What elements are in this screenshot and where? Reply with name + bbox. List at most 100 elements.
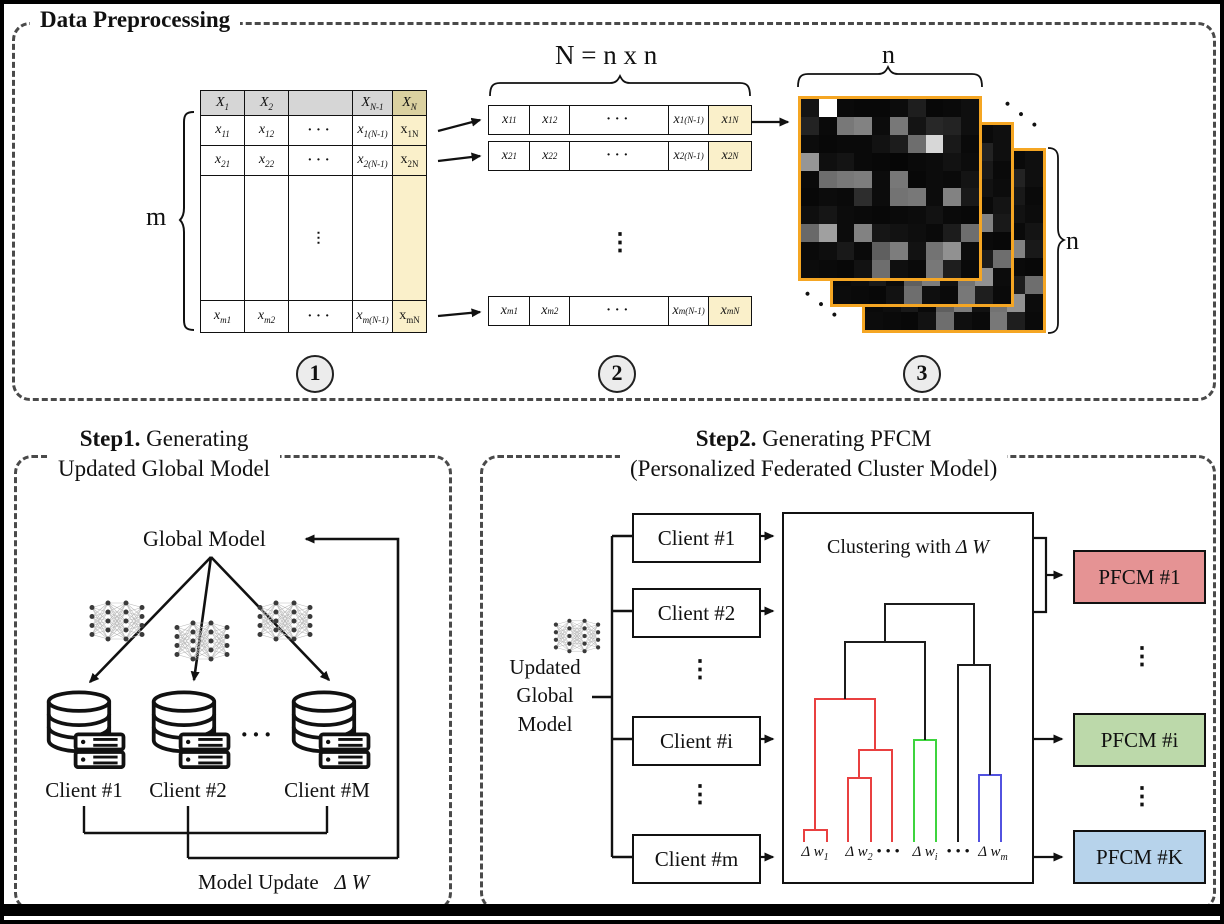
matrix-cell: x21 bbox=[200, 145, 245, 176]
brace-image-top bbox=[797, 64, 983, 88]
leaf-label: • • • bbox=[946, 844, 970, 860]
clustering-title-math: Δ W bbox=[955, 536, 989, 558]
matrix-header-cell: X2 bbox=[244, 90, 289, 116]
step1-title-line2: Updated Global Model bbox=[58, 455, 271, 481]
brace-vector-top bbox=[489, 73, 751, 97]
matrix-cell: ⋮ bbox=[288, 175, 353, 301]
clustering-title-text: Clustering with bbox=[827, 536, 951, 558]
clients-ellipsis: ··· bbox=[240, 720, 276, 749]
global-model-fan-arrows bbox=[88, 556, 331, 684]
matrix-cell: x1N bbox=[392, 115, 427, 146]
data-preprocessing-panel bbox=[12, 22, 1216, 401]
matrix-cell bbox=[392, 175, 427, 301]
leaf-label: Δ w2 bbox=[845, 844, 873, 863]
matrix-cell: x1(N-1) bbox=[352, 115, 393, 146]
cluster-to-pfcm-connectors bbox=[1030, 536, 1064, 862]
leaf-label: Δ wi bbox=[912, 844, 938, 863]
step-badge-3: 3 bbox=[903, 355, 941, 393]
leaf-label: Δ w1 bbox=[801, 844, 829, 863]
matrix-row-count-label: m bbox=[146, 202, 167, 231]
model-update-text: Model Update bbox=[198, 870, 319, 894]
matrix-cell: x22 bbox=[244, 145, 289, 176]
matrix-cell: xm(N-1) bbox=[352, 300, 393, 333]
client-box-1: Client #1 bbox=[632, 513, 761, 563]
step2-title-line2: (Personalized Federated Cluster Model) bbox=[630, 455, 998, 481]
pfcm-box-k: PFCM #K bbox=[1073, 830, 1206, 884]
step-badge-1: 1 bbox=[296, 355, 334, 393]
data-preprocessing-title: Data Preprocessing bbox=[30, 5, 241, 35]
matrix-cell: ··· bbox=[288, 115, 353, 146]
step2-title: Step2. Generating PFCM (Personalized Fed… bbox=[620, 424, 1008, 484]
image-width-label: n bbox=[882, 40, 895, 69]
neural-network-icon bbox=[550, 616, 604, 656]
matrix-cell: x2(N-1) bbox=[352, 145, 393, 176]
step1-title-bold: Step1. bbox=[79, 426, 141, 451]
neural-network-icon bbox=[253, 598, 317, 644]
matrix-header-cell: X1 bbox=[200, 90, 245, 116]
model-update-label: Model Update Δ W bbox=[198, 870, 369, 895]
pixel-image-front bbox=[798, 96, 982, 281]
neural-network-icon bbox=[85, 598, 149, 644]
matrix-cell: ··· bbox=[288, 145, 353, 176]
database-icon bbox=[147, 688, 231, 769]
step2-title-bold: Step2. bbox=[695, 426, 757, 451]
brace-image-right bbox=[1047, 147, 1067, 334]
updated-global-model-label: Updated Global Model bbox=[509, 653, 580, 738]
matrix-cell: xm1 bbox=[200, 300, 245, 333]
matrix-cell: x11 bbox=[200, 115, 245, 146]
vector-cell: ··· bbox=[569, 105, 670, 135]
client-ellipsis: ⋮ bbox=[688, 782, 712, 808]
matrix-cell: x12 bbox=[244, 115, 289, 146]
vector-cell: ··· bbox=[569, 296, 670, 326]
clustering-title: Clustering with Δ W bbox=[784, 536, 1032, 559]
leaf-label: • • • bbox=[876, 844, 900, 860]
database-icon bbox=[42, 688, 126, 769]
client-to-cluster-arrows bbox=[759, 531, 775, 862]
matrix-cell bbox=[244, 175, 289, 301]
client-box-m: Client #m bbox=[632, 834, 761, 884]
database-icon bbox=[287, 688, 371, 769]
vector-ellipsis: ⋮ bbox=[608, 230, 632, 256]
matrix-cell bbox=[352, 175, 393, 301]
ugm-line2: Global bbox=[516, 683, 574, 708]
model-update-feedback bbox=[304, 534, 400, 858]
matrix-cell: xmN bbox=[392, 300, 427, 333]
client-aggregation-lines bbox=[82, 806, 398, 860]
delta-w-text: Δ W bbox=[334, 870, 370, 894]
pfcm-box-i: PFCM #i bbox=[1073, 713, 1206, 767]
client-ellipsis: ⋮ bbox=[688, 657, 712, 683]
leaf-label: Δ wm bbox=[978, 844, 1008, 863]
matrix-header-cell bbox=[288, 90, 353, 116]
step2-spine bbox=[592, 534, 632, 859]
table-to-vector-arrows bbox=[437, 117, 790, 318]
matrix-cell: xm2 bbox=[244, 300, 289, 333]
step1-title-rest: Generating bbox=[140, 426, 249, 451]
global-model-label: Global Model bbox=[143, 526, 266, 551]
neural-network-icon bbox=[170, 618, 234, 664]
pfcm-ellipsis: ⋮ bbox=[1130, 644, 1154, 670]
brace-m bbox=[178, 111, 195, 331]
step1-title: Step1. Generating Updated Global Model bbox=[48, 424, 281, 484]
vector-cell: ··· bbox=[569, 141, 670, 171]
step-badge-2: 2 bbox=[598, 355, 636, 393]
pfcm-box-1: PFCM #1 bbox=[1073, 550, 1206, 604]
client2-label: Client #2 bbox=[149, 778, 227, 802]
